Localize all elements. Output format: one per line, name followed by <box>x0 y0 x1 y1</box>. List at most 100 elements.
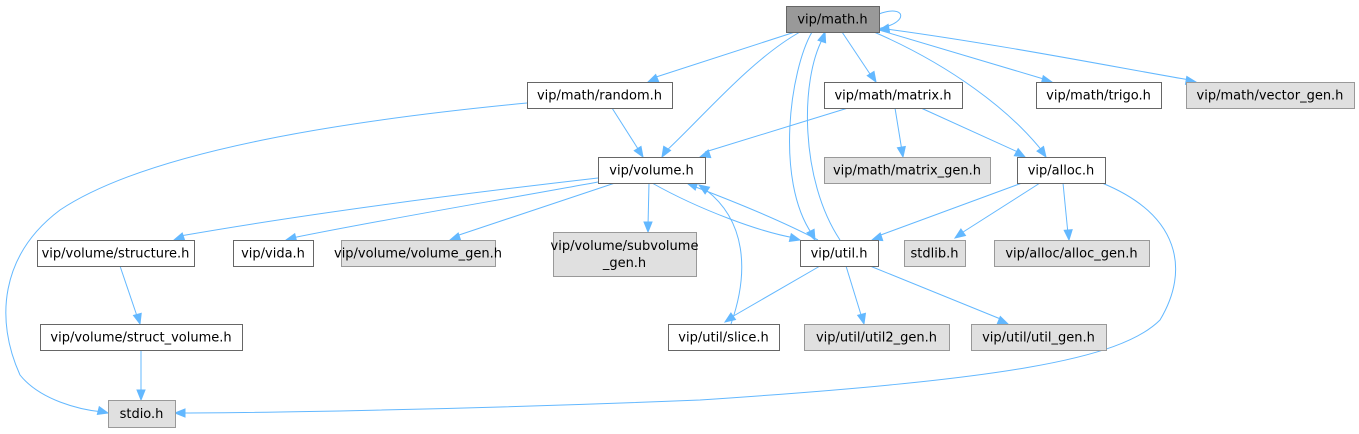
edge-alloc-to-alloc_gen <box>1062 182 1073 242</box>
edge-line <box>5 102 528 413</box>
node-box <box>904 240 966 267</box>
node-trigo[interactable]: vip/math/trigo.h <box>1036 82 1162 109</box>
edge-line <box>729 265 821 319</box>
edge-line <box>959 182 1041 235</box>
edge-line <box>704 107 849 153</box>
edge-math-to-matrix <box>841 31 877 84</box>
node-box <box>527 82 673 109</box>
node-box <box>1036 82 1162 109</box>
edge-line <box>878 10 902 29</box>
node-math[interactable]: vip/math.h <box>786 6 880 33</box>
node-label: _gen.h <box>602 256 646 271</box>
edge-util-to-util_gen <box>869 265 1010 325</box>
node-box <box>233 240 314 267</box>
edge-math-to-random <box>646 31 796 83</box>
edge-util-to-util2_gen <box>845 265 867 326</box>
edge-line <box>894 107 903 152</box>
node-util-gen: vip/util/util_gen.h <box>971 324 1107 351</box>
node-label: vip/alloc/alloc_gen.h <box>1005 247 1137 262</box>
node-box <box>341 240 496 267</box>
node-box <box>37 240 195 267</box>
node-box <box>40 324 243 351</box>
node-volume[interactable]: vip/volume.h <box>598 157 706 184</box>
arrowhead-icon <box>1013 147 1027 158</box>
node-label: vip/volume/structure.h <box>42 247 190 262</box>
arrowhead-icon <box>996 315 1010 325</box>
edge-line <box>664 31 801 153</box>
edge-line <box>920 107 1021 154</box>
node-matrix-gen: vip/math/matrix_gen.h <box>824 157 991 184</box>
node-label: vip/volume/subvolume <box>551 239 699 254</box>
node-vida[interactable]: vip/vida.h <box>233 240 314 267</box>
edge-line <box>180 182 1177 414</box>
edge-random-to-stdio <box>5 102 528 416</box>
node-label: vip/math/vector_gen.h <box>1197 89 1344 104</box>
edge-line <box>179 177 599 237</box>
node-box <box>1186 82 1355 109</box>
edge-math-to-util <box>789 31 816 242</box>
edge-volume-to-structure <box>172 177 599 242</box>
edge-line <box>877 182 1023 237</box>
edge-line <box>652 31 796 79</box>
node-label: vip/vida.h <box>241 247 305 262</box>
edge-alloc-to-stdio <box>173 182 1177 418</box>
node-box <box>786 6 880 33</box>
node-box <box>1017 157 1106 184</box>
arrowhead-icon <box>856 312 867 326</box>
node-box <box>108 400 176 428</box>
node-alloc[interactable]: vip/alloc.h <box>1017 157 1106 184</box>
edge-line <box>647 182 650 227</box>
node-label: stdlib.h <box>911 247 959 262</box>
node-matrix[interactable]: vip/math/matrix.h <box>824 82 963 109</box>
edge-line <box>878 29 1048 81</box>
node-label: vip/volume/volume_gen.h <box>334 247 502 262</box>
edge-line <box>455 182 616 237</box>
edge-matrix-to-volume <box>698 107 849 159</box>
node-subvolume-gen: vip/volume/subvolume _gen.h <box>551 232 699 277</box>
edge-line <box>1062 182 1069 235</box>
node-util2-gen: vip/util/util2_gen.h <box>804 324 950 351</box>
edge-math-to-trigo <box>878 29 1054 85</box>
arrowhead-icon <box>1036 145 1047 159</box>
node-alloc-gen: vip/alloc/alloc_gen.h <box>994 240 1150 267</box>
arrowhead-icon <box>953 228 967 239</box>
edge-alloc-to-util <box>870 182 1023 242</box>
node-box <box>824 82 963 109</box>
node-structure[interactable]: vip/volume/structure.h <box>37 240 195 267</box>
edge-volume-to-subvolume_gen <box>643 182 653 234</box>
node-struct-volume[interactable]: vip/volume/struct_volume.h <box>40 324 243 351</box>
node-slice[interactable]: vip/util/slice.h <box>668 324 780 351</box>
node-box <box>598 157 706 184</box>
edge-line <box>807 37 841 241</box>
node-label: vip/volume/struct_volume.h <box>50 331 231 346</box>
node-label: vip/math/random.h <box>537 89 662 104</box>
node-box <box>668 324 780 351</box>
arrowhead-icon <box>132 312 142 326</box>
arrowhead-icon <box>136 389 146 402</box>
node-box <box>971 324 1107 351</box>
node-label: vip/util/util2_gen.h <box>816 331 937 346</box>
edge-line <box>651 182 796 239</box>
node-box <box>553 232 697 277</box>
edge-slice-to-volume <box>697 184 743 325</box>
arrowhead-icon <box>661 145 672 159</box>
node-label: vip/util/slice.h <box>678 331 768 346</box>
arrowhead-icon <box>646 73 660 83</box>
edge-line <box>692 185 819 241</box>
edge-util-to-math <box>807 30 841 241</box>
node-util[interactable]: vip/util.h <box>800 240 879 267</box>
edge-line <box>291 181 599 239</box>
arrowhead-icon <box>896 145 906 159</box>
node-box <box>800 240 879 267</box>
arrowhead-icon <box>448 232 462 242</box>
node-label: vip/alloc.h <box>1028 164 1095 179</box>
arrowhead-icon <box>96 405 110 416</box>
arrowhead-icon <box>817 30 827 44</box>
node-stdlib: stdlib.h <box>904 240 966 267</box>
arrowhead-icon <box>173 408 186 418</box>
edge-line <box>873 31 1044 153</box>
node-random[interactable]: vip/math/random.h <box>527 82 673 109</box>
arrowhead-icon <box>866 70 877 84</box>
edge-line <box>878 27 1191 81</box>
